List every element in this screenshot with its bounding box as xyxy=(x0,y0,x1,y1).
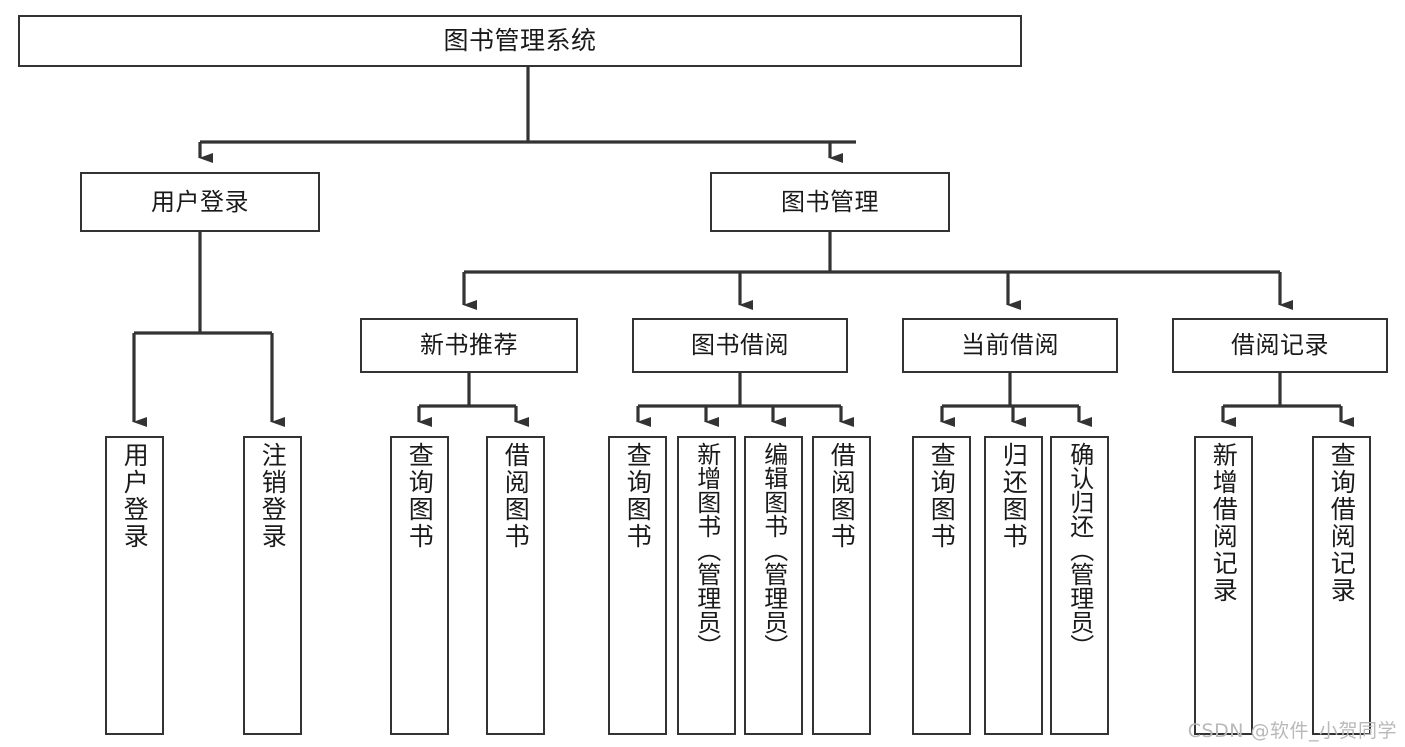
node-leaf-user-login[interactable]: 用户登录 xyxy=(105,436,164,735)
node-leaf-add-record[interactable]: 新增借阅记录 xyxy=(1194,436,1253,735)
node-leaf-borrow-book-1-label: 借阅图书 xyxy=(501,442,531,550)
node-leaf-return-book[interactable]: 归还图书 xyxy=(984,436,1043,735)
node-leaf-query-book-2-label: 查询图书 xyxy=(623,442,653,550)
node-leaf-query-record[interactable]: 查询借阅记录 xyxy=(1312,436,1371,735)
node-leaf-add-book-label: 新增图书（管理员） xyxy=(692,442,721,658)
node-leaf-return-book-label: 归还图书 xyxy=(999,442,1029,550)
node-borrow-record-label: 借阅记录 xyxy=(1231,331,1329,360)
node-root[interactable]: 图书管理系统 xyxy=(18,15,1022,67)
node-book-manage-label: 图书管理 xyxy=(781,187,879,216)
node-book-manage[interactable]: 图书管理 xyxy=(710,172,950,232)
node-new-book-rec[interactable]: 新书推荐 xyxy=(360,318,578,373)
node-leaf-edit-book[interactable]: 编辑图书（管理员） xyxy=(744,436,803,735)
node-current-borrow[interactable]: 当前借阅 xyxy=(902,318,1118,373)
node-book-borrow-label: 图书借阅 xyxy=(691,331,789,360)
node-user-login-label: 用户登录 xyxy=(151,187,249,216)
node-leaf-borrow-book-2[interactable]: 借阅图书 xyxy=(812,436,871,735)
node-leaf-query-book-2[interactable]: 查询图书 xyxy=(608,436,667,735)
node-leaf-add-book[interactable]: 新增图书（管理员） xyxy=(677,436,736,735)
node-leaf-query-book-3-label: 查询图书 xyxy=(927,442,957,550)
node-leaf-borrow-book-2-label: 借阅图书 xyxy=(827,442,857,550)
node-leaf-edit-book-label: 编辑图书（管理员） xyxy=(759,442,788,658)
node-borrow-record[interactable]: 借阅记录 xyxy=(1172,318,1388,373)
node-leaf-confirm-return[interactable]: 确认归还（管理员） xyxy=(1050,436,1109,735)
node-leaf-query-record-label: 查询借阅记录 xyxy=(1327,442,1357,604)
node-book-borrow[interactable]: 图书借阅 xyxy=(632,318,848,373)
node-leaf-user-logout[interactable]: 注销登录 xyxy=(243,436,302,735)
node-current-borrow-label: 当前借阅 xyxy=(961,331,1059,360)
node-user-login[interactable]: 用户登录 xyxy=(80,172,320,232)
watermark-text: CSDN @软件_小贺同学 xyxy=(1187,720,1397,742)
node-root-label: 图书管理系统 xyxy=(443,26,597,56)
node-leaf-borrow-book-1[interactable]: 借阅图书 xyxy=(486,436,545,735)
node-leaf-confirm-return-label: 确认归还（管理员） xyxy=(1065,442,1094,658)
node-new-book-rec-label: 新书推荐 xyxy=(420,331,518,360)
node-leaf-user-login-label: 用户登录 xyxy=(120,442,150,550)
node-leaf-add-record-label: 新增借阅记录 xyxy=(1209,442,1239,604)
node-leaf-query-book-1-label: 查询图书 xyxy=(405,442,435,550)
node-leaf-query-book-1[interactable]: 查询图书 xyxy=(390,436,449,735)
node-leaf-user-logout-label: 注销登录 xyxy=(258,442,288,550)
node-leaf-query-book-3[interactable]: 查询图书 xyxy=(912,436,971,735)
